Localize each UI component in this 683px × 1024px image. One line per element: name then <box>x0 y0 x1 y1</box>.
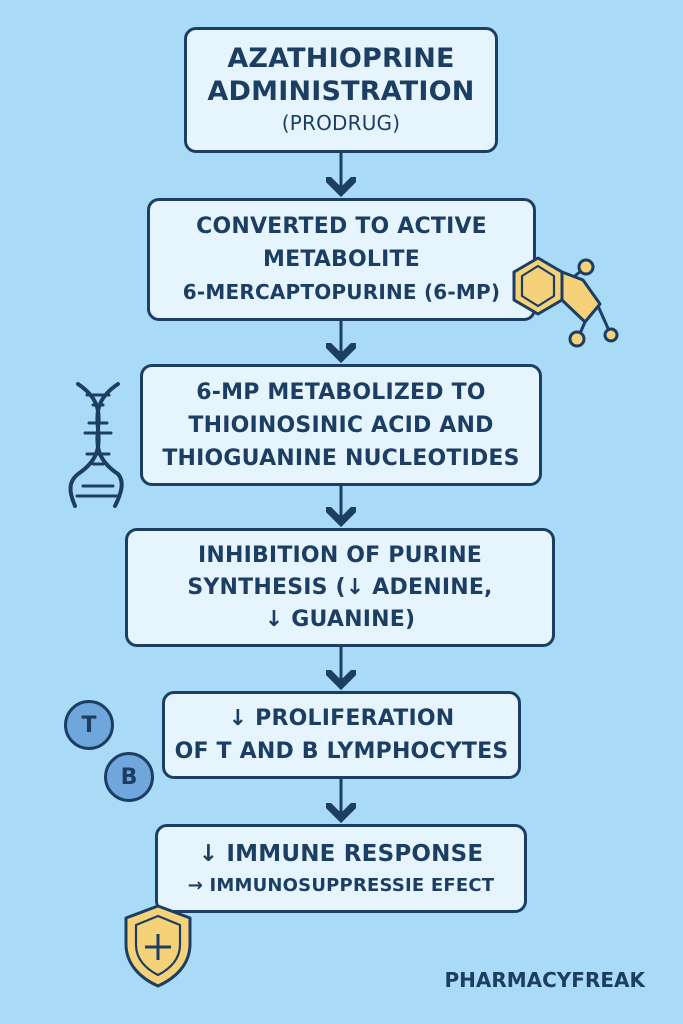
step-4-line-3: ↓ GUANINE) <box>264 606 416 632</box>
b-cell-icon: B <box>104 752 154 802</box>
step-azathioprine-administration: AZATHIOPRINE ADMINISTRATION (PRODRUG) <box>184 27 498 153</box>
step-1-line-1: AZATHIOPRINE <box>227 43 455 74</box>
dna-icon <box>68 382 124 508</box>
step-2-line-2: METABOLITE <box>263 247 420 272</box>
molecule-icon <box>512 256 619 348</box>
b-cell-label: B <box>120 764 138 790</box>
step-active-metabolite: CONVERTED TO ACTIVE METABOLITE 6-MERCAPT… <box>147 198 536 321</box>
step-5-line-1: ↓ PROLIFERATION <box>228 706 455 731</box>
step-3-line-2: THIOINOSINIC ACID AND <box>188 412 494 438</box>
step-immune-response: ↓ IMMUNE RESPONSE → IMMUNOSUPPRESSIE EFE… <box>155 824 527 913</box>
step-2-line-3: 6-MERCAPTOPURINE (6-MP) <box>182 280 501 304</box>
shield-plus-icon <box>124 904 192 988</box>
step-6-line-2: → IMMUNOSUPPRESSIE EFECT <box>187 874 495 896</box>
t-cell-icon: T <box>64 700 114 750</box>
t-cell-label: T <box>81 712 97 738</box>
step-1-line-3: (PRODRUG) <box>281 111 401 135</box>
step-2-line-1: CONVERTED TO ACTIVE <box>196 214 487 239</box>
step-3-line-3: THIOGUANINE NUCLEOTIDES <box>162 445 520 471</box>
step-4-line-1: INHIBITION OF PURINE <box>197 542 483 568</box>
step-6-line-1: ↓ IMMUNE RESPONSE <box>198 840 484 867</box>
step-lymphocyte-proliferation: ↓ PROLIFERATION OF T AND B LYMPHOCYTES <box>162 691 521 779</box>
step-3-line-1: 6-MP METABOLIZED TO <box>196 379 486 405</box>
step-6mp-metabolized: 6-MP METABOLIZED TO THIOINOSINIC ACID AN… <box>140 364 542 486</box>
step-5-line-2: OF T AND B LYMPHOCYTES <box>174 739 509 764</box>
step-1-line-2: ADMINISTRATION <box>207 76 475 107</box>
brand-logo-text: PHARMACYFREAK <box>444 968 645 992</box>
step-purine-synthesis-inhibition: INHIBITION OF PURINE SYNTHESIS (↓ ADENIN… <box>125 528 555 647</box>
step-4-line-2: SYNTHESIS (↓ ADENINE, <box>187 574 493 600</box>
